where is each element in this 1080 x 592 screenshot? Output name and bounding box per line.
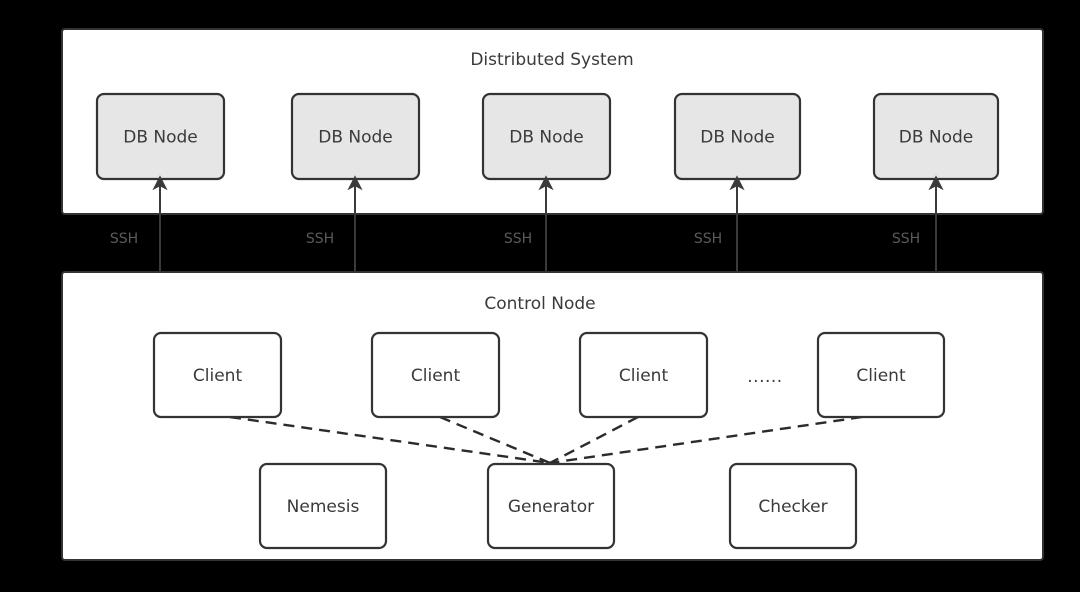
checker-node[interactable]: Checker (728, 462, 858, 550)
dashed-link-client-2 (439, 415, 551, 465)
db-node-1[interactable]: DB Node (95, 92, 226, 181)
panel-distributed-system-title: Distributed System (470, 50, 633, 70)
checker-label: Checker (758, 497, 827, 517)
nemesis-label: Nemesis (287, 497, 360, 517)
client-1-box[interactable] (152, 331, 283, 419)
ssh-link-2: SSH (306, 175, 363, 272)
db-node-4[interactable]: DB Node (673, 92, 802, 181)
client-3-label: Client (619, 366, 669, 386)
client-2-label: Client (411, 366, 461, 386)
db-node-2-label: DB Node (318, 128, 393, 148)
db-node-3[interactable]: DB Node (481, 92, 612, 181)
ssh-link-3: SSH (504, 175, 554, 272)
panel-control-node-title: Control Node (484, 294, 595, 314)
db-node-group: DB Node DB Node DB Node DB Node DB Node (95, 92, 1000, 181)
generator-box[interactable] (486, 462, 616, 550)
generator-label: Generator (508, 497, 594, 517)
client-4-label: Client (856, 366, 906, 386)
generator-node[interactable]: Generator (486, 462, 616, 550)
ssh-label-2: SSH (306, 231, 334, 247)
ssh-label-1: SSH (110, 231, 138, 247)
db-node-2[interactable]: DB Node (290, 92, 421, 181)
client-1[interactable]: Client (152, 331, 283, 419)
db-node-1-label: DB Node (123, 128, 198, 148)
dashed-link-client-4 (549, 415, 863, 465)
client-4[interactable]: Client (816, 331, 946, 419)
dashed-link-client-3 (549, 415, 639, 465)
client-2[interactable]: Client (370, 331, 501, 419)
client-3-box[interactable] (578, 331, 709, 419)
ssh-link-4: SSH (694, 175, 745, 272)
nemesis-node[interactable]: Nemesis (258, 462, 388, 550)
nemesis-box[interactable] (258, 462, 388, 550)
client-2-box[interactable] (370, 331, 501, 419)
ssh-label-5: SSH (892, 231, 920, 247)
client-4-box[interactable] (816, 331, 946, 419)
client-1-label: Client (193, 366, 243, 386)
clients-ellipsis: ...... (747, 367, 782, 387)
ssh-link-group: SSH SSH SSH SSH SSH (110, 175, 944, 272)
db-node-3-label: DB Node (509, 128, 584, 148)
db-node-5[interactable]: DB Node (872, 92, 1000, 181)
client-group: Client Client Client Client ...... (152, 331, 946, 419)
ssh-link-5: SSH (892, 175, 944, 272)
db-node-5-label: DB Node (899, 128, 974, 148)
ssh-link-1: SSH (110, 175, 168, 272)
checker-box[interactable] (728, 462, 858, 550)
client-3[interactable]: Client (578, 331, 709, 419)
ssh-label-3: SSH (504, 231, 532, 247)
ssh-label-4: SSH (694, 231, 722, 247)
worker-group: Nemesis Generator Checker (258, 462, 858, 550)
generator-client-links (229, 415, 863, 465)
db-node-4-label: DB Node (700, 128, 775, 148)
